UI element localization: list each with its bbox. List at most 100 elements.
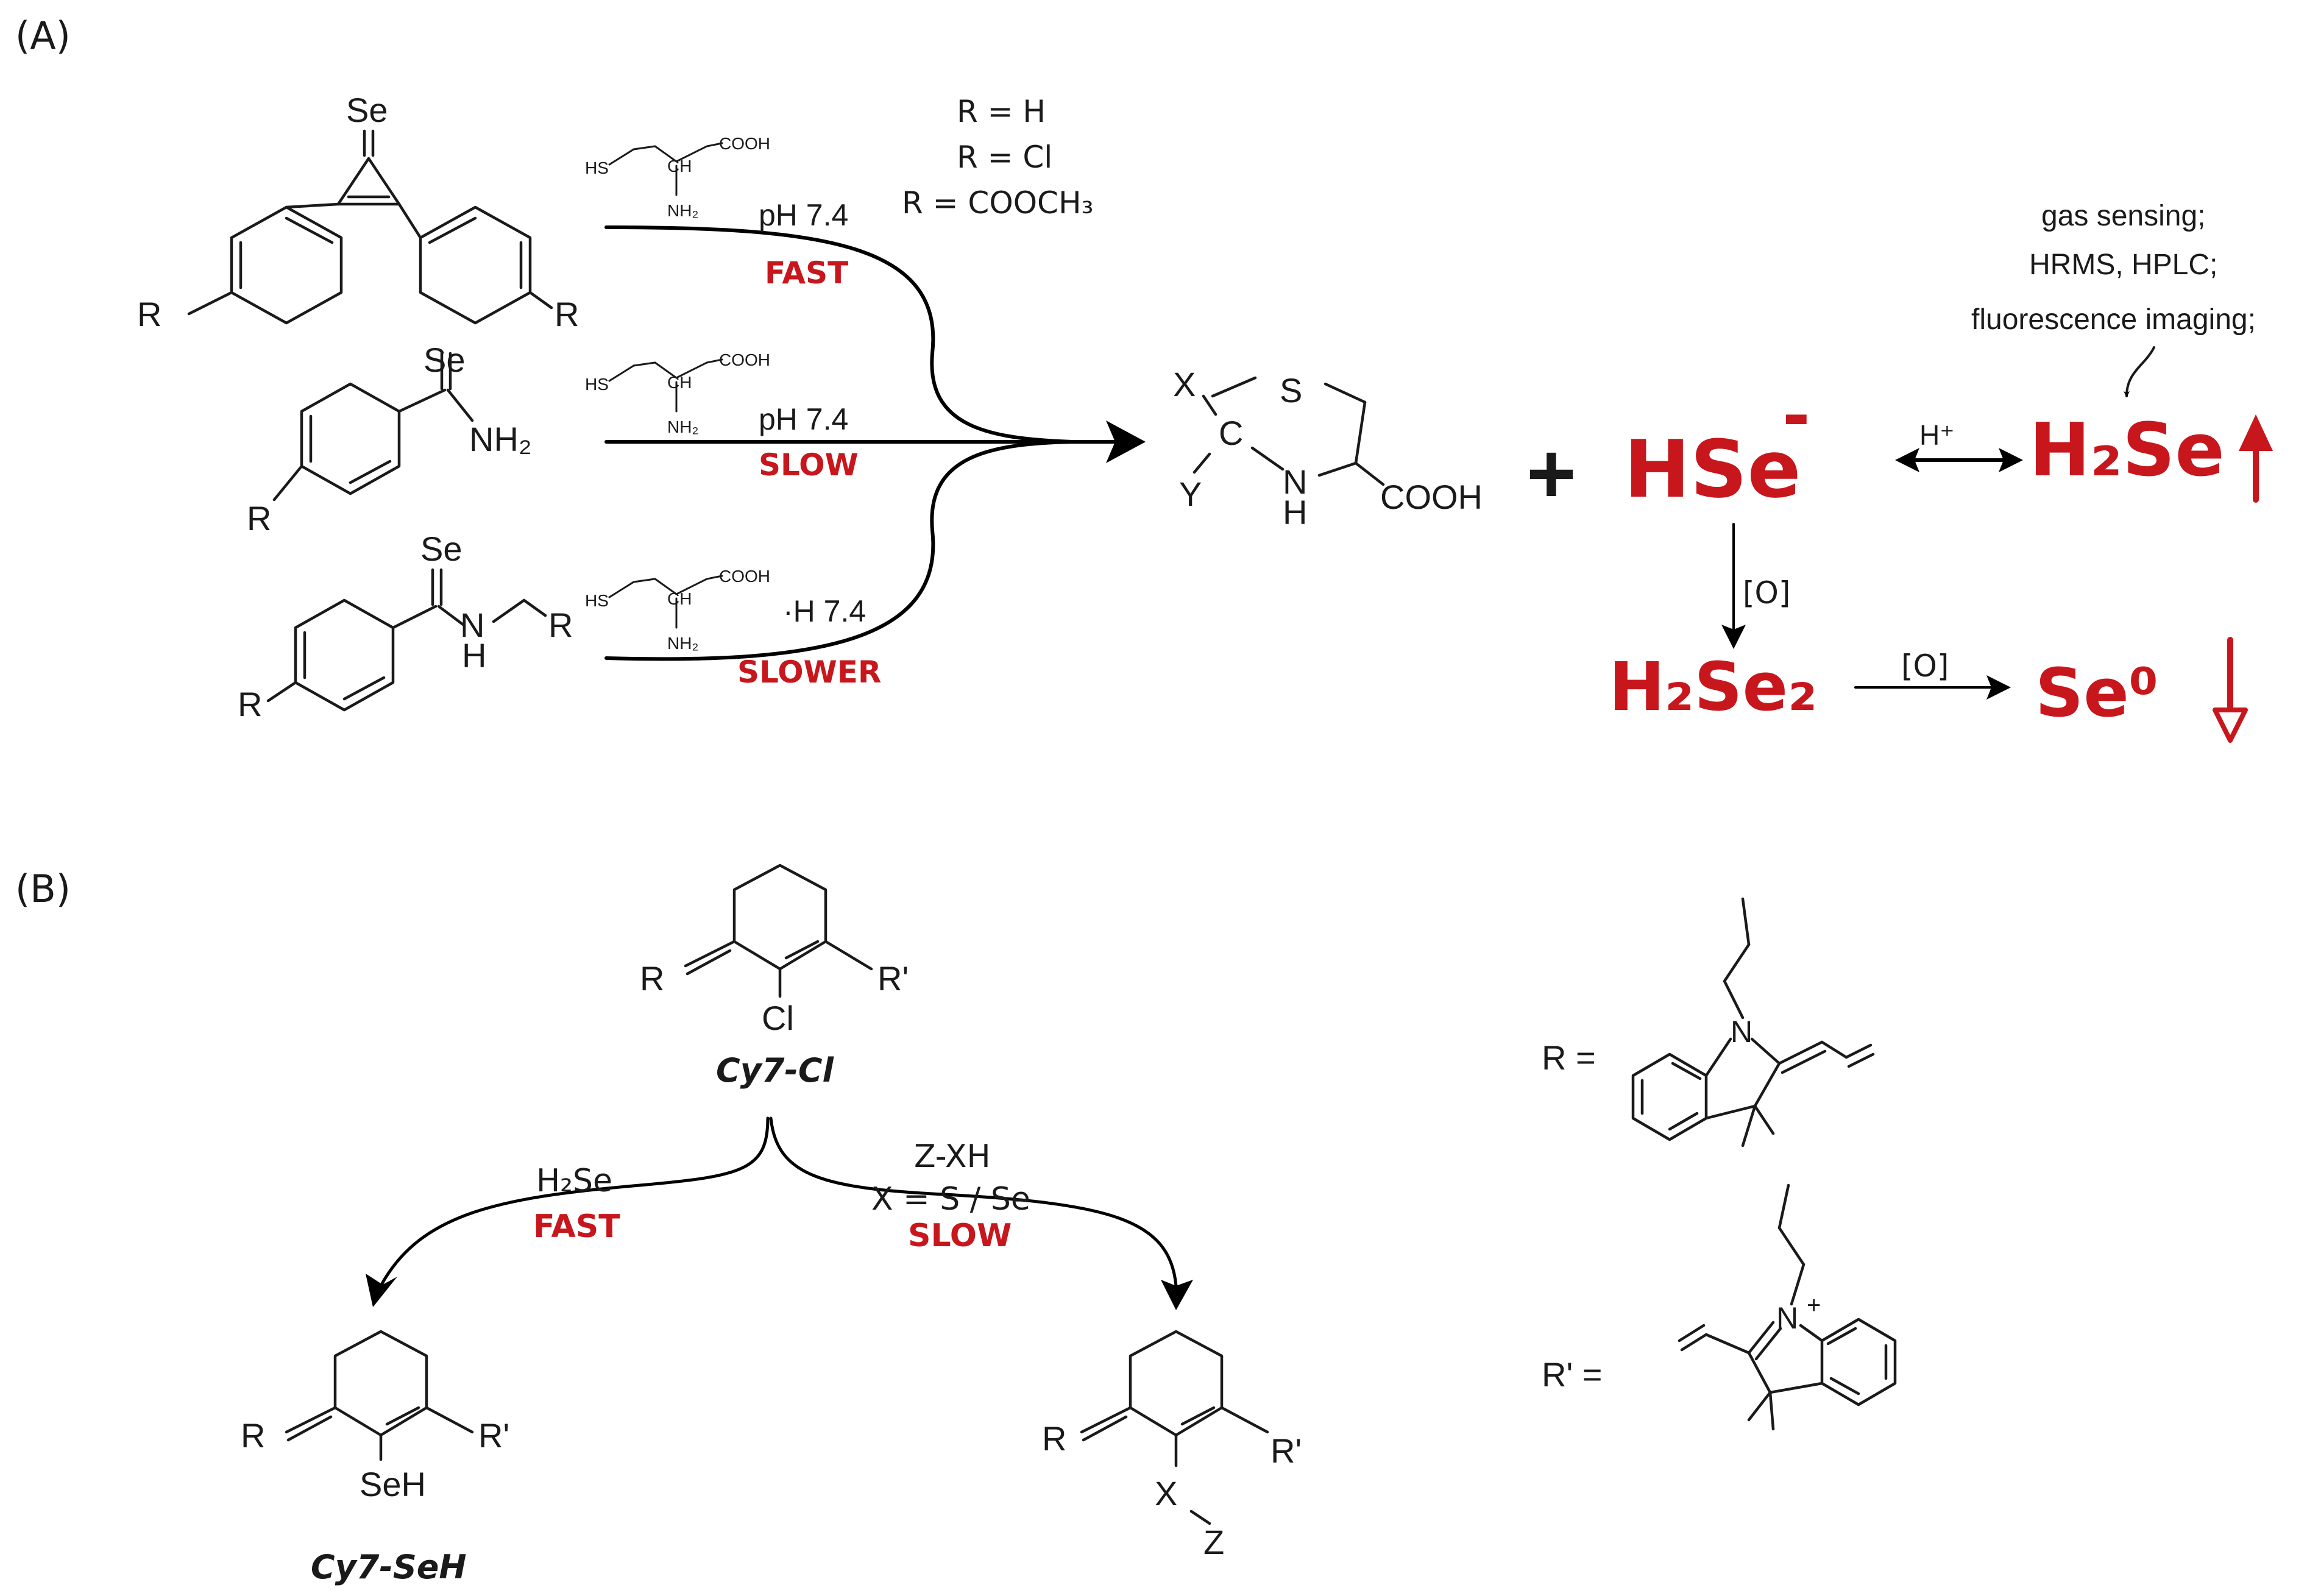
r-indolenine-structure: N [1631,897,1875,1147]
cy7xz-z: Z [1203,1523,1224,1561]
donor2-nh2-label: NH₂ [469,420,532,458]
donor1-se-label: Se [346,91,388,129]
r-def-n: N [1731,1015,1752,1049]
donor3-r-chain: R [548,606,573,644]
r-option-cooch3: R = COOCH₃ [902,185,1094,221]
cy7seh-name: Cy7-SeH [311,1548,467,1586]
cys1-nh2: NH₂ [667,201,698,220]
donor1-r-left: R [137,295,161,333]
cys2-nh2: NH₂ [667,417,698,436]
h-plus-label: H⁺ [1919,419,1955,451]
converging-arrow-bottom [604,440,1074,661]
right-speed: SLOW [908,1218,1012,1254]
product-n: N [1283,463,1307,501]
cysteine-reagent-2: HS CH COOH NH₂ [585,350,770,436]
detection-pointer [2124,346,2155,397]
donor-n-alkyl-selenoamide: Se N H R R [238,530,573,723]
cysteine-reagent-1: HS CH COOH NH₂ [585,134,770,220]
gas-release-up-arrow-icon [2239,414,2273,503]
oxidation-arrowhead-down [1721,625,1746,649]
rp-indolium-structure: N + [1678,1183,1897,1431]
branch-arrow-right [769,1116,1178,1288]
product-s: S [1280,371,1302,410]
oxidation-label-1: [O] [1743,575,1790,611]
cys1-cooh: COOH [719,134,770,153]
donor3-r-label: R [238,685,262,723]
panel-b-label: (B) [15,867,71,911]
right-reagent: Z-XH [914,1138,991,1175]
cys3-cooh: COOH [719,567,770,586]
cys3-hs: HS [585,591,609,610]
product-c: C [1219,414,1243,452]
h2se2: H₂Se₂ [1609,648,1817,726]
equilibrium-arrowhead-right [1999,448,2023,472]
oxidation-arrowhead-right [1986,675,2011,700]
left-speed: FAST [533,1208,620,1245]
cys2-ch: CH [667,373,692,392]
hse-anion: HSe [1624,423,1801,516]
equilibrium-arrowhead-left [1895,448,1919,472]
converging-arrowhead [1106,420,1146,463]
cys3-ch: CH [667,589,692,608]
left-reagent: H₂Se [536,1163,612,1199]
branch-arrowhead-right [1161,1280,1193,1310]
row3-ph: ·H 7.4 [783,594,866,628]
donor1-r-right: R [555,295,579,333]
cy7-cl-structure: R R' Cl [640,864,909,1037]
product-h: H [1283,493,1307,531]
cy7cl-r: R [640,959,664,998]
cys1-hs: HS [585,158,609,177]
oxidation-label-2: [O] [1901,648,1949,684]
detection-fluorescence: fluorescence imaging; [1971,303,2256,336]
donor3-n-label: N [460,606,484,644]
r-option-h: R = H [957,94,1046,129]
cy7cl-cl: Cl [762,999,794,1037]
cy7seh-r: R [241,1416,265,1455]
cys2-hs: HS [585,375,609,394]
cy7xz-rp: R' [1270,1431,1302,1470]
donor-diaryl-cyclopropeneselone: Se R R [137,91,579,333]
cy7-xz-structure: R R' X Z [1042,1330,1302,1561]
precipitate-down-arrow-icon [2213,637,2248,743]
row1-speed: FAST [765,255,848,291]
r-def-label: R = [1542,1038,1596,1077]
cy7cl-name: Cy7-Cl [716,1051,834,1090]
product-cooh: COOH [1380,478,1483,516]
rp-def-n: N [1776,1301,1798,1335]
elemental-selenium: Se⁰ [2035,654,2158,732]
cys2-cooh: COOH [719,350,770,369]
rp-def-label: R' = [1542,1355,1602,1394]
cysteine-reagent-3: HS CH COOH NH₂ [585,567,770,653]
panel-a-label: (A) [15,13,71,58]
cy7xz-x: X [1155,1474,1177,1513]
thiazolidine-product: X C Y S N H COOH [1173,365,1483,531]
product-x: X [1173,365,1196,403]
row3-speed: SLOWER [737,654,881,690]
r-option-cl: R = Cl [957,140,1052,175]
cy7-seh-structure: R R' SeH [241,1330,509,1503]
cy7cl-rp: R' [877,959,909,998]
branch-arrowhead-left [366,1274,397,1307]
row1-ph: pH 7.4 [759,198,848,232]
donor2-r-label: R [247,499,271,537]
branch-arrow-left [379,1116,770,1288]
row2-ph: pH 7.4 [759,402,848,436]
plus-sign: + [1526,425,1576,521]
hse-charge: - [1782,377,1810,455]
cys3-nh2: NH₂ [667,634,698,653]
detection-hrms-hplc: HRMS, HPLC; [2029,249,2217,281]
right-condition: X = S / Se [871,1181,1030,1218]
detection-gas-sensing: gas sensing; [2041,200,2206,232]
cy7seh-seh: SeH [360,1465,426,1503]
cy7xz-r: R [1042,1419,1066,1458]
donor-selenobenzamide: Se NH₂ R [247,341,532,537]
h2se: H₂Se [2029,408,2225,493]
cys1-ch: CH [667,157,692,176]
row2-speed: SLOW [759,447,859,483]
donor3-h-label: H [462,636,486,675]
donor2-se-label: Se [423,341,466,379]
rp-def-charge: + [1807,1292,1821,1319]
donor3-se-label: Se [420,530,462,568]
